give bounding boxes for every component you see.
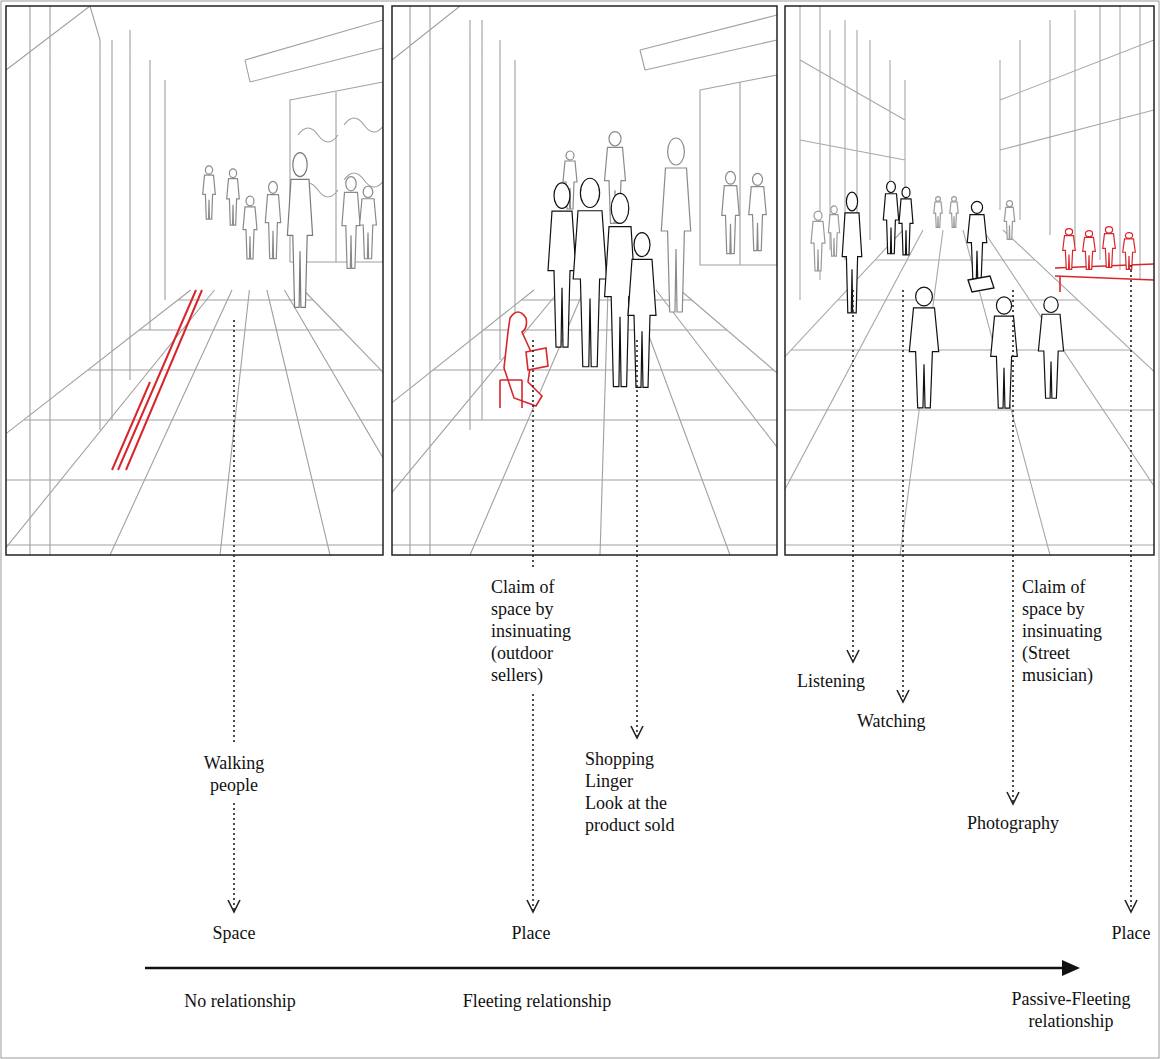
axis-stage-label: Place — [1112, 922, 1151, 944]
arrowhead — [847, 650, 859, 662]
relationship-label: Passive-Fleeting relationship — [986, 988, 1156, 1032]
street-sketch-3 — [785, 6, 1154, 555]
activity-label: Watching — [857, 710, 926, 732]
panel-frame — [6, 6, 383, 555]
person-figure — [967, 201, 987, 278]
person-figure — [934, 197, 942, 228]
person-figure — [749, 173, 767, 250]
leader-line — [233, 320, 235, 910]
person-figure — [1083, 231, 1096, 270]
dotted-leaders — [234, 265, 1131, 910]
person-figure — [722, 171, 740, 253]
person-figure — [360, 186, 377, 259]
outdoor-seller — [500, 312, 548, 408]
person-figure — [287, 153, 312, 308]
person-figure — [243, 196, 257, 259]
person-figure — [661, 138, 690, 312]
person-figure — [883, 181, 898, 254]
panel-frame — [392, 6, 777, 555]
street-sketch-2 — [392, 6, 777, 555]
activity-label: Walking people — [192, 752, 276, 796]
wall-edge-marking — [112, 290, 202, 470]
person-figure — [1038, 297, 1063, 399]
relationship-label: Fleeting relationship — [463, 990, 611, 1012]
person-figure — [1004, 201, 1015, 240]
person-figure — [342, 177, 360, 269]
person-figure — [909, 287, 938, 408]
person-figure — [842, 192, 862, 313]
leader-line — [852, 290, 854, 660]
person-figure — [1063, 229, 1076, 270]
street-lines — [6, 6, 383, 555]
activity-label: Photography — [967, 812, 1059, 834]
axis-arrowhead — [1062, 960, 1080, 976]
audience — [842, 181, 1063, 408]
person-figure — [227, 169, 240, 225]
relationship-label: No relationship — [184, 990, 295, 1012]
axis-arrow — [145, 967, 1066, 970]
street-musicians — [1055, 227, 1154, 292]
arrowhead — [228, 900, 240, 912]
instrument-case — [968, 276, 994, 292]
person-figure — [203, 166, 216, 219]
person-figure — [811, 211, 825, 271]
person-figure — [573, 178, 607, 367]
shoppers-group — [548, 178, 656, 387]
walking-people — [203, 153, 377, 308]
axis-stage-label: Space — [213, 922, 256, 944]
arrowhead — [897, 690, 909, 702]
person-figure — [828, 206, 839, 256]
arrowhead — [1125, 900, 1137, 912]
arrowhead — [631, 726, 643, 738]
leader-arrowheads — [228, 650, 1137, 912]
axis-stage-label: Place — [512, 922, 551, 944]
activity-label: Linger — [585, 770, 633, 792]
street-sketch-1 — [6, 6, 383, 555]
person-figure — [1123, 233, 1136, 270]
leader-line — [636, 340, 638, 736]
activity-label: Look at the product sold — [585, 792, 695, 836]
person-figure — [265, 181, 280, 258]
arrowhead — [1007, 792, 1019, 804]
leader-line — [1012, 290, 1014, 802]
person-figure — [950, 197, 958, 228]
claim-label: Claim of space by insinuating (outdoor s… — [491, 576, 591, 686]
activity-label: Listening — [797, 670, 865, 692]
person-figure — [1103, 227, 1116, 268]
arrowhead — [527, 900, 539, 912]
panel-frame — [785, 6, 1154, 555]
leader-line — [1130, 265, 1132, 910]
person-figure — [548, 183, 576, 347]
person-figure — [628, 233, 656, 388]
leader-line — [902, 290, 904, 700]
person-figure — [899, 187, 913, 255]
activity-label: Shopping — [585, 748, 654, 770]
claim-label: Claim of space by insinuating (Street mu… — [1022, 576, 1122, 686]
street-lines — [785, 6, 1154, 555]
street-lines — [392, 6, 777, 555]
